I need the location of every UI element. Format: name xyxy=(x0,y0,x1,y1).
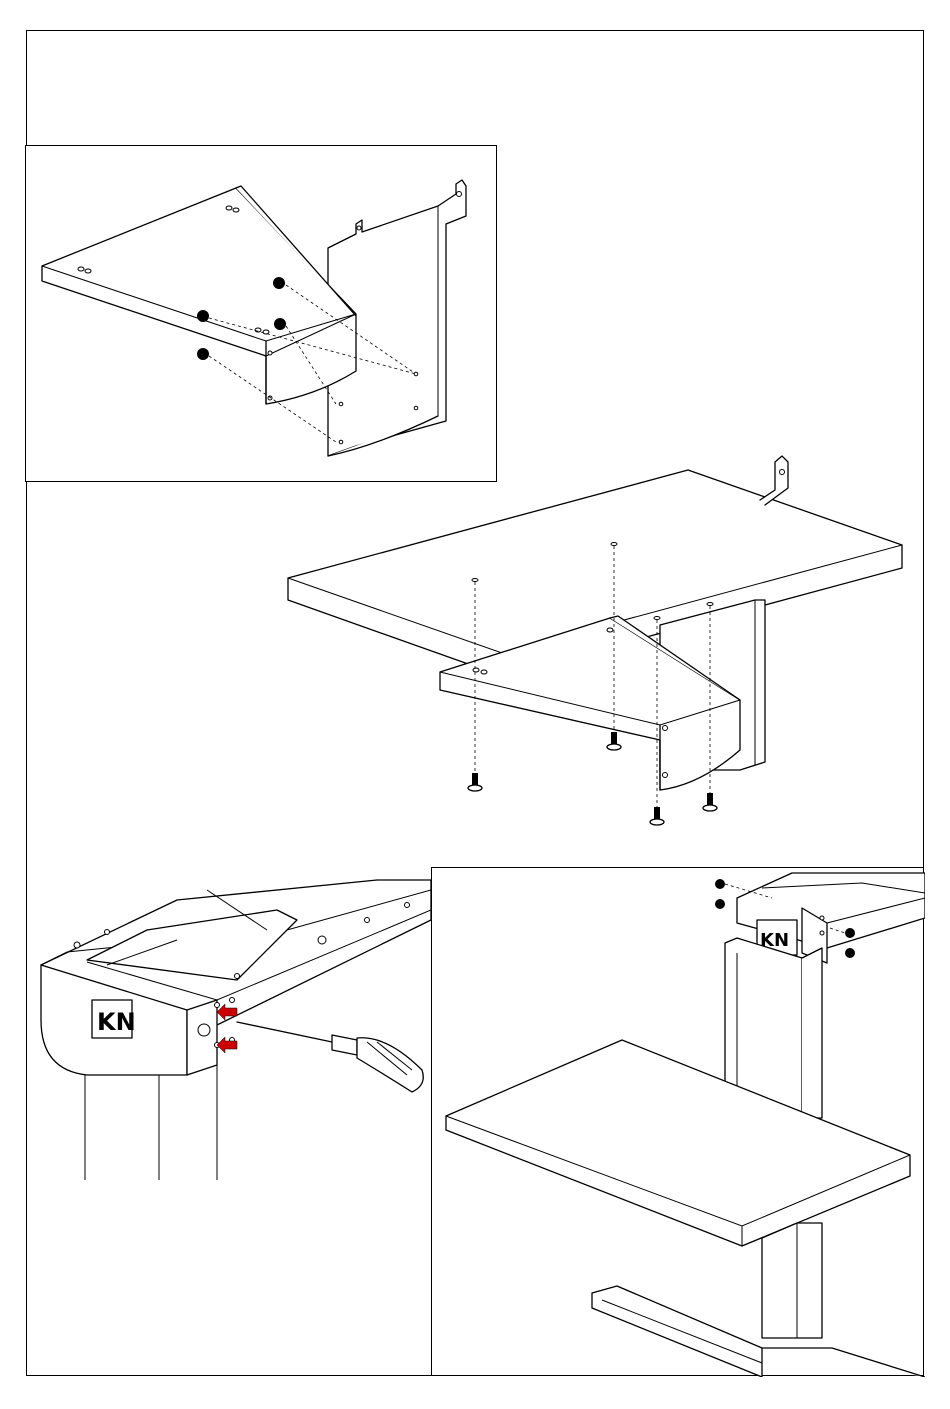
frame-detail-drawing: KN xyxy=(27,870,431,1190)
shelf-mounting-drawing xyxy=(280,450,920,840)
assembled-view-panel: KN xyxy=(431,867,924,1376)
bracket-detail-panel xyxy=(25,145,497,482)
screwdriver xyxy=(237,1022,423,1092)
red-arrows xyxy=(217,1004,237,1053)
tabletop xyxy=(446,1040,910,1246)
end-cap-logo: KN xyxy=(97,1008,136,1036)
assembled-view-drawing: KN xyxy=(432,868,925,1377)
legs xyxy=(85,1065,217,1180)
bracket-detail-drawing xyxy=(26,146,498,483)
lower-column xyxy=(592,1223,925,1377)
shelf-bracket xyxy=(42,186,356,404)
